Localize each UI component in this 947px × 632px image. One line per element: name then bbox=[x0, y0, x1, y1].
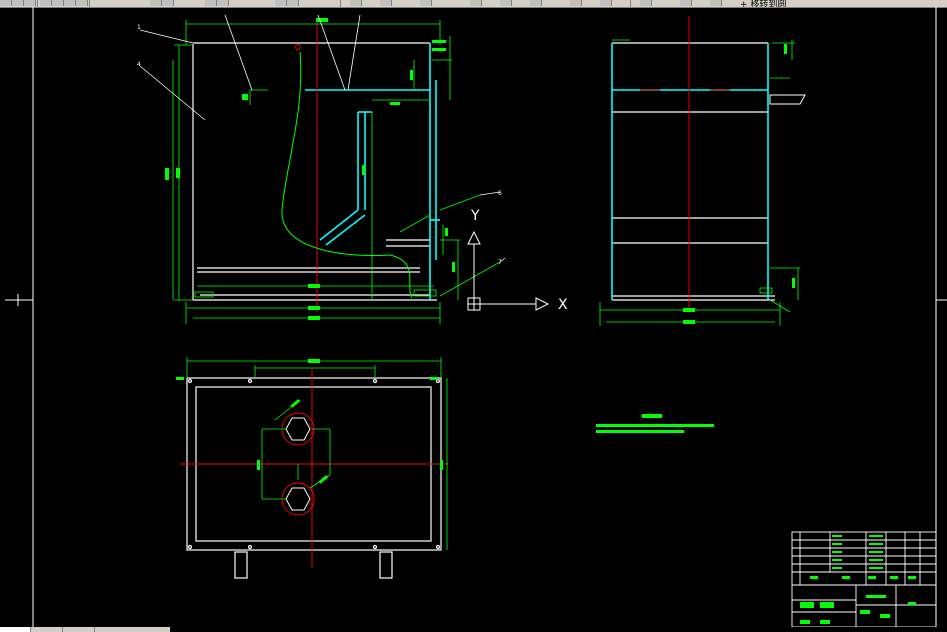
side-view-outline bbox=[612, 42, 775, 301]
side-view-dimensions bbox=[599, 39, 800, 326]
ucs-x-label: X bbox=[558, 297, 568, 313]
notes-title bbox=[642, 414, 662, 418]
leader-label-7: 7 bbox=[498, 259, 502, 266]
design-center-button[interactable] bbox=[380, 0, 392, 6]
plan-view-center-lines bbox=[180, 368, 448, 568]
sheet-border bbox=[5, 7, 947, 627]
toolbar-separator bbox=[37, 0, 38, 7]
front-view-outline bbox=[192, 42, 437, 301]
properties-button[interactable] bbox=[350, 0, 362, 6]
notes-line-1 bbox=[596, 424, 714, 427]
zoom-window-button[interactable] bbox=[275, 0, 287, 6]
pan-button[interactable] bbox=[205, 0, 217, 6]
copy-button[interactable] bbox=[52, 0, 64, 6]
plan-view-dimensions bbox=[176, 357, 448, 550]
tab-model[interactable] bbox=[0, 627, 31, 632]
match-properties-button[interactable] bbox=[76, 0, 88, 6]
front-view: 1 4 6 7 bbox=[137, 14, 506, 324]
tab-layout2[interactable] bbox=[64, 627, 95, 632]
ucs-icon bbox=[467, 230, 550, 311]
title-block-grid bbox=[791, 531, 937, 627]
tool-palettes-button[interactable] bbox=[420, 0, 432, 6]
sheet-set-button[interactable] bbox=[470, 0, 482, 6]
tab-layout1[interactable] bbox=[32, 627, 63, 632]
title-block bbox=[791, 531, 937, 627]
side-view-nozzle bbox=[769, 94, 806, 105]
technical-notes bbox=[596, 414, 714, 433]
save-button[interactable] bbox=[24, 0, 36, 6]
side-view-center-line bbox=[640, 16, 730, 312]
undo-button[interactable] bbox=[150, 0, 162, 6]
cut-button[interactable] bbox=[40, 0, 52, 6]
break-line bbox=[281, 51, 413, 299]
layout-tab-bar bbox=[0, 627, 170, 632]
layer-previous-button[interactable] bbox=[710, 0, 722, 6]
title-block-text bbox=[800, 535, 916, 624]
front-view-center-line bbox=[295, 20, 318, 312]
toolbar-separator bbox=[340, 0, 341, 7]
layer-state-button[interactable] bbox=[680, 0, 692, 6]
leader-lines bbox=[139, 14, 506, 263]
new-file-button[interactable] bbox=[0, 0, 12, 6]
paste-button[interactable] bbox=[64, 0, 76, 6]
notes-line-2 bbox=[596, 430, 684, 433]
open-file-button[interactable] bbox=[12, 0, 24, 6]
leader-label-6: 6 bbox=[498, 190, 502, 197]
layer-button[interactable] bbox=[570, 0, 582, 6]
toolbar-dropdown-text[interactable]: + 移转到圆 bbox=[740, 0, 787, 8]
help-button[interactable] bbox=[600, 0, 612, 6]
redo-button[interactable] bbox=[162, 0, 174, 6]
workspace-button[interactable] bbox=[640, 0, 652, 6]
calculator-button[interactable] bbox=[530, 0, 542, 6]
plan-view bbox=[176, 357, 448, 579]
zoom-previous-button[interactable] bbox=[287, 0, 299, 6]
side-view-cyan-part bbox=[611, 43, 769, 300]
zoom-realtime-button[interactable] bbox=[217, 0, 229, 6]
front-view-dimensions bbox=[165, 18, 501, 324]
standard-toolbar: + 移转到圆 bbox=[0, 0, 947, 8]
leader-label-1: 1 bbox=[137, 24, 141, 31]
ucs-y-label: Y bbox=[470, 208, 480, 224]
front-view-cyan-part bbox=[305, 43, 440, 300]
markup-button[interactable] bbox=[500, 0, 512, 6]
side-view bbox=[599, 16, 806, 326]
toolbar-separator bbox=[89, 0, 90, 7]
toolbar-separator bbox=[630, 0, 631, 7]
plan-view-outline bbox=[186, 377, 442, 579]
leader-label-4: 4 bbox=[137, 61, 141, 68]
drawing-canvas[interactable]: 1 4 6 7 X Y bbox=[0, 7, 947, 627]
